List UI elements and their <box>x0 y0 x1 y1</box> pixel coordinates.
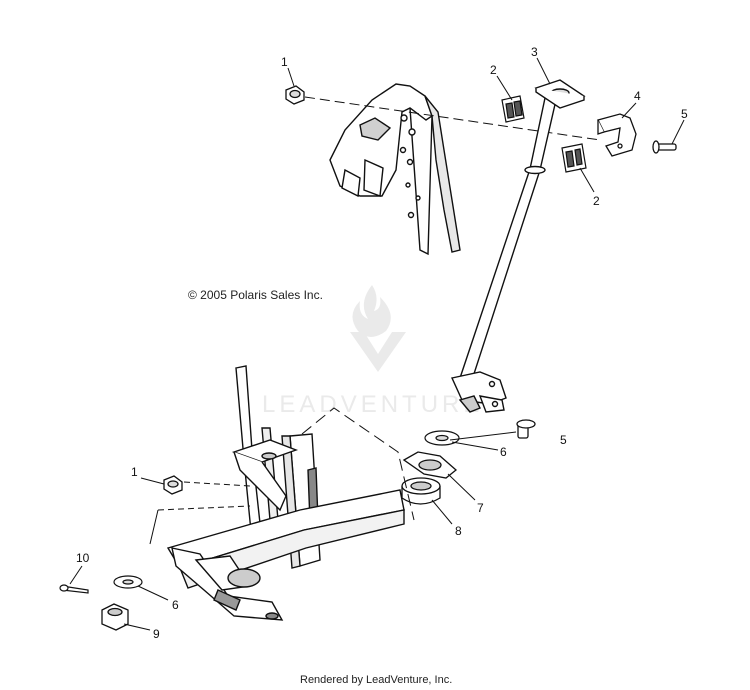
callout-6-right: 6 <box>500 445 507 459</box>
bearing-flange <box>402 451 458 479</box>
bushing-upper <box>501 95 525 123</box>
assembly-centerline-top <box>304 96 601 141</box>
steering-support-bracket <box>329 83 461 256</box>
castle-nut <box>101 603 129 631</box>
bearing <box>401 477 441 505</box>
callout-10: 10 <box>76 551 90 565</box>
frame-axis <box>157 505 251 511</box>
fastener-axis <box>449 431 517 441</box>
washer-left <box>113 575 143 589</box>
nut-top <box>285 85 305 105</box>
leadventure-watermark: LEADVENTURE <box>262 285 483 418</box>
callout-8: 8 <box>455 524 462 538</box>
column-mount-plate <box>534 79 586 109</box>
copyright-notice: © 2005 Polaris Sales Inc. <box>188 288 323 302</box>
washer-right <box>424 430 460 446</box>
callout-6-left: 6 <box>172 598 179 612</box>
bushing-lower <box>561 143 587 173</box>
svg-text:LEADVENTURE: LEADVENTURE <box>262 391 483 418</box>
callout-5-low: 5 <box>560 433 567 447</box>
callout-2-mid: 2 <box>593 194 600 208</box>
callout-3: 3 <box>531 45 538 59</box>
callout-4: 4 <box>634 89 641 103</box>
callout-7: 7 <box>477 501 484 515</box>
cotter-pin <box>59 584 89 594</box>
callout-leaders <box>69 57 685 631</box>
callout-1-low: 1 <box>131 465 138 479</box>
bolt-top <box>652 140 677 154</box>
steering-column <box>451 97 557 413</box>
callout-9: 9 <box>153 627 160 641</box>
bolt-lower <box>516 419 536 439</box>
callout-1-top: 1 <box>281 55 288 69</box>
callout-5-top: 5 <box>681 107 688 121</box>
callout-2-top: 2 <box>490 63 497 77</box>
column-clamp <box>597 113 637 157</box>
nut-lower <box>163 475 183 495</box>
assembly-centerline-lower <box>301 407 415 521</box>
leader-frame <box>149 509 159 545</box>
main-frame <box>166 365 405 621</box>
nut-axis <box>183 481 251 487</box>
render-credit: Rendered by LeadVenture, Inc. <box>300 674 453 686</box>
